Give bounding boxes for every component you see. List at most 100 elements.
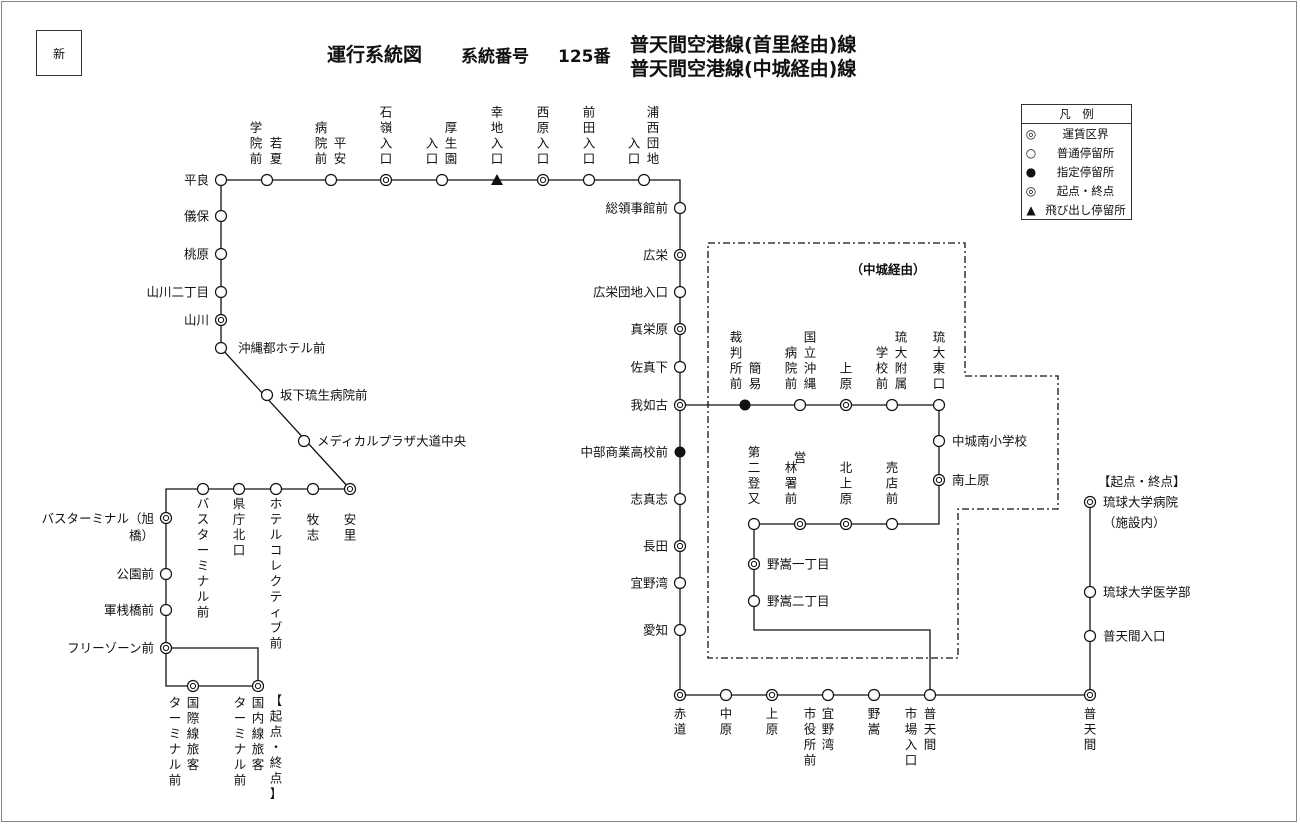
urasoe_danchi-label-char: 団 bbox=[647, 136, 660, 151]
maeda-label-char: 田 bbox=[583, 120, 596, 135]
kencho-stop-marker bbox=[232, 482, 246, 496]
byoinmae-label-char: 病 bbox=[315, 120, 328, 135]
start-end-left-label-char: 起 bbox=[270, 709, 283, 724]
kencho-label-char: 北 bbox=[233, 527, 246, 542]
start-end-left-label-char: 点 bbox=[270, 771, 283, 786]
intl_terminal_a-label-char: 線 bbox=[187, 726, 200, 741]
dom_terminal_b-label-char: ル bbox=[234, 757, 247, 772]
nakagusuku_south-label: 中城南小学校 bbox=[952, 434, 1028, 449]
daini_nobumata-label-char: 登 bbox=[748, 476, 761, 491]
yamakawa2-label: 山川二丁目 bbox=[146, 285, 209, 300]
ganeko-stop-marker bbox=[673, 398, 687, 412]
eirinsho_b-label-char: 営 bbox=[794, 450, 807, 465]
masakabaru-label: 真栄原 bbox=[630, 322, 668, 337]
kencho-label-char: 庁 bbox=[233, 512, 246, 527]
momohara-stop-marker bbox=[214, 247, 228, 261]
makishi-label-char: 牧 bbox=[307, 512, 320, 527]
byoinmae-label-char: 前 bbox=[315, 151, 328, 166]
nodake-label-char: 野 bbox=[868, 706, 881, 721]
minami_uebaru-stop-marker-inner bbox=[935, 476, 943, 484]
futenma_market-stop-marker bbox=[923, 688, 937, 702]
baitenmae-label-char: 前 bbox=[886, 491, 899, 506]
ginowan_city_a-label-char: 湾 bbox=[822, 737, 835, 752]
nodake2-stop-marker bbox=[747, 594, 761, 608]
start-end-left-label-char: 【 bbox=[270, 693, 283, 708]
baitenmae-label-char: 売 bbox=[886, 460, 899, 475]
ryudai_fuzoku-stop-marker bbox=[885, 398, 899, 412]
shimashi-label: 志真志 bbox=[630, 492, 668, 507]
hotel_collective-label-char: テ bbox=[270, 512, 283, 527]
uehara2-stop-marker-inner bbox=[768, 691, 776, 699]
nakagusuku_south-stop-marker bbox=[932, 434, 946, 448]
ryudai_igakubu-label: 琉球大学医学部 bbox=[1103, 585, 1191, 600]
uehara2-stop-marker bbox=[765, 688, 779, 702]
masakabaru-stop-marker-inner bbox=[676, 325, 684, 333]
start-end-right-label: 【起点・終点】 bbox=[1098, 474, 1186, 489]
iriguchi_urasoe-label-char: 入 bbox=[628, 136, 641, 151]
kencho-label-char: 口 bbox=[233, 543, 246, 558]
kencho-label-char: 県 bbox=[233, 496, 246, 511]
ryudai_igakubu-stop-marker bbox=[1083, 585, 1097, 599]
koseien-stop-marker bbox=[435, 173, 449, 187]
freezone-stop-marker bbox=[159, 641, 173, 655]
urasoe_danchi-label-char: 地 bbox=[647, 151, 660, 166]
yamakawa-stop-marker bbox=[214, 313, 228, 327]
kan_i-label-char: 易 bbox=[749, 376, 762, 391]
futenma_market_a-label-char: 普 bbox=[924, 706, 937, 721]
byoinmae-label-char: 院 bbox=[315, 136, 328, 151]
hotel_collective-label-char: ル bbox=[270, 527, 283, 542]
koei_danchi-label: 広栄団地入口 bbox=[593, 285, 668, 300]
uebaru-label-char: 上 bbox=[840, 361, 853, 376]
ryudai_higashi-label-char: 口 bbox=[933, 376, 946, 391]
koenmae-label: 公園前 bbox=[116, 567, 154, 582]
kokuritsu-stop-marker bbox=[793, 398, 807, 412]
bus_terminal-label-line1: バスターミナル（旭 bbox=[41, 511, 154, 526]
route-name-shuri: 普天間空港線(首里経由)線 bbox=[630, 34, 857, 56]
urasoe_danchi-label-char: 浦 bbox=[647, 105, 660, 120]
akamichi-label-char: 赤 bbox=[674, 706, 687, 721]
ginowan_stop-stop-marker bbox=[673, 576, 687, 590]
normal-stop-icon: ○ bbox=[1025, 145, 1037, 160]
legend-title: 凡 例 bbox=[1022, 105, 1131, 124]
intl_terminal_b-label-char: 前 bbox=[169, 773, 182, 788]
eirinsho-stop-marker-inner bbox=[796, 520, 804, 528]
sachiji-label-char: 幸 bbox=[491, 105, 504, 120]
kokuritsu_okinawa-label-char: 縄 bbox=[804, 376, 817, 391]
nakahara-stop-marker bbox=[719, 688, 733, 702]
maeda-stop-marker bbox=[582, 173, 596, 187]
ryudai_higashi-stop-marker bbox=[932, 398, 946, 412]
makishi-label-char: 志 bbox=[307, 528, 320, 543]
shimashi-stop-marker bbox=[673, 492, 687, 506]
hotel_collective-label-char: 前 bbox=[270, 636, 283, 651]
legend-row-designated: ● 指定停留所 bbox=[1022, 162, 1131, 181]
dom_terminal_b-label-char: ー bbox=[234, 711, 247, 726]
ryudai_higashi-label-char: 東 bbox=[933, 361, 946, 376]
ganeko-label: 我如古 bbox=[630, 398, 668, 413]
uebaru-stop-marker-inner bbox=[842, 401, 850, 409]
hotel_collective-label-char: レ bbox=[270, 558, 283, 573]
bus_terminal_mae-label-char: ー bbox=[197, 543, 210, 558]
dom_terminal-stop-marker bbox=[251, 679, 265, 693]
kita_uebaru-label-char: 北 bbox=[840, 460, 853, 475]
kokuritsu_okinawa-label-char: 立 bbox=[804, 345, 817, 360]
nagata-stop-marker bbox=[673, 539, 687, 553]
nodake1-stop-marker bbox=[747, 557, 761, 571]
gunsanbashi-stop-marker bbox=[159, 603, 173, 617]
kokuritsu-label-char: 院 bbox=[785, 361, 798, 376]
masakabaru-stop-marker bbox=[673, 322, 687, 336]
ryudai_fuzoku_a-label-char: 前 bbox=[876, 376, 889, 391]
intl_terminal_a-label-char: 旅 bbox=[187, 742, 200, 757]
dom_terminal_b-label-char: タ bbox=[234, 695, 247, 710]
iriguchi_kosei-label-char: 口 bbox=[426, 151, 439, 166]
ryudai_fuzoku_b-label-char: 琉 bbox=[895, 330, 908, 345]
bus_terminal_mae-label-char: ス bbox=[197, 512, 210, 527]
akamichi-stop-marker bbox=[673, 688, 687, 702]
intl_terminal_a-label-char: 客 bbox=[187, 757, 200, 772]
kokuritsu-label-char: 前 bbox=[785, 376, 798, 391]
ryudai_higashi-label-char: 琉 bbox=[933, 330, 946, 345]
yamakawa-stop-marker-inner bbox=[217, 316, 225, 324]
naha-loop-line bbox=[165, 488, 350, 687]
futenma-stop-marker-inner bbox=[1086, 691, 1094, 699]
ganeko-stop-marker-inner bbox=[676, 401, 684, 409]
new-badge: 新 bbox=[36, 30, 82, 76]
